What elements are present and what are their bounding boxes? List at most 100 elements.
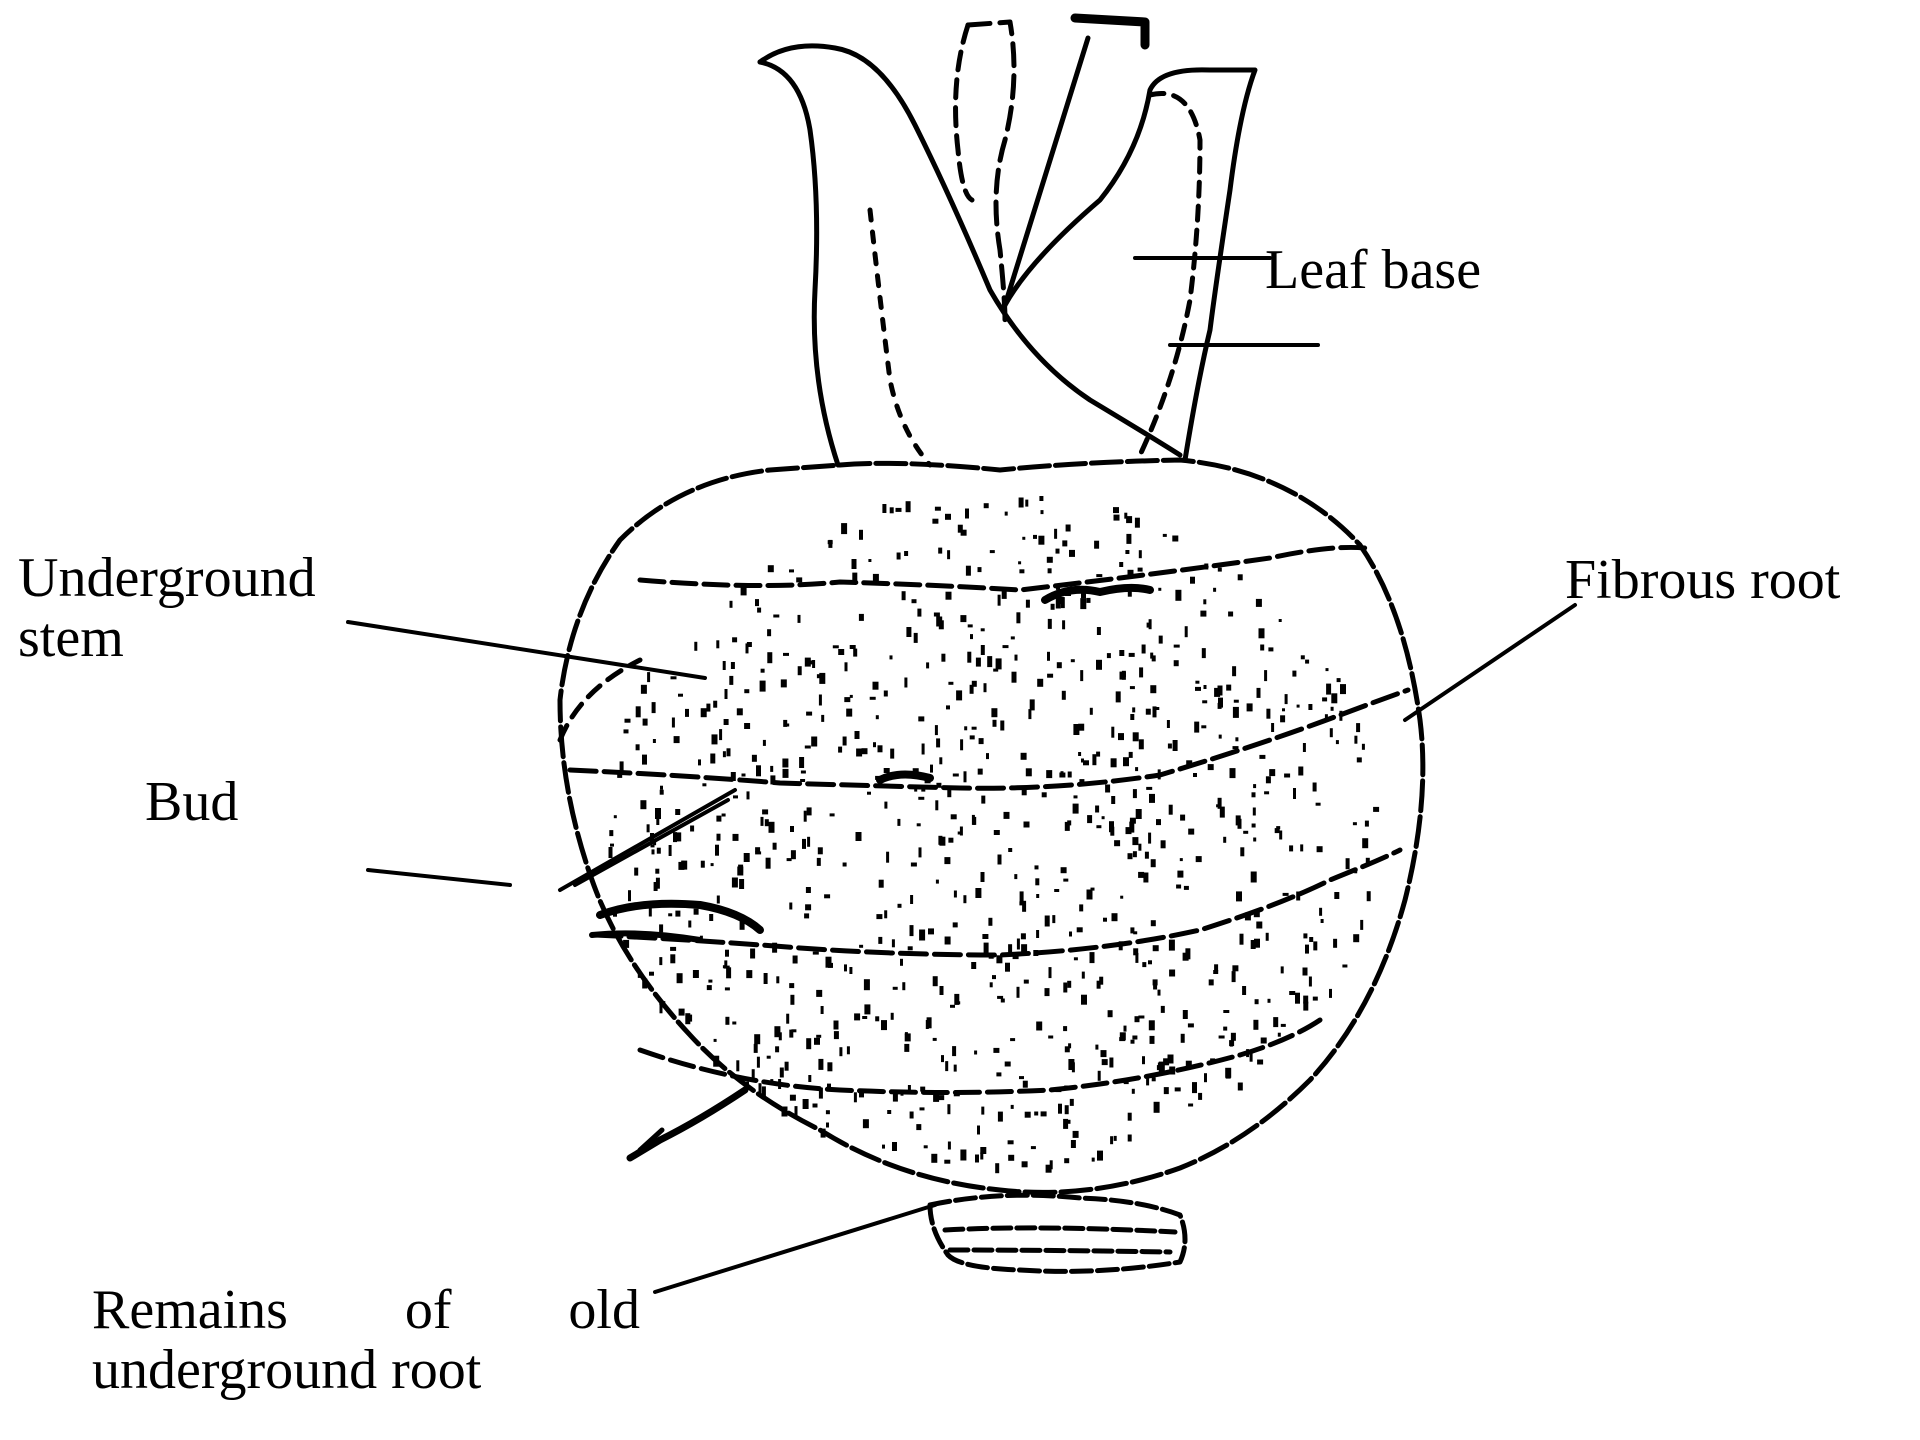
stipple-dot [1188,1023,1194,1027]
stipple-dot [1149,1020,1155,1030]
stipple-dot [845,662,848,671]
stipple-dot [935,725,938,735]
stipple-dot [1068,772,1072,778]
stipple-dot [967,652,971,663]
stipple-dot [954,1093,960,1096]
stipple-dot [649,907,652,917]
stipple-dot [1138,568,1143,572]
stipple-dot [1143,873,1148,883]
old-root-remains [930,1195,1185,1271]
stipple-dot [770,1079,773,1082]
stipple-dot [984,503,989,508]
stipple-dot [1366,858,1370,864]
stipple-dot [1163,534,1167,537]
stipple-dot [765,819,769,826]
stipple-dot [812,660,815,668]
stipple-dot [1152,1077,1156,1081]
stipple-dot [1367,891,1371,901]
stipple-dot [1168,744,1172,749]
stipple-dot [1145,852,1149,859]
stipple-dot [1285,694,1288,704]
stipple-dot [789,569,794,572]
stipple-dot [1254,939,1260,948]
stipple-dot [1150,685,1156,693]
stipple-dot [1138,872,1144,878]
stipple-dot [1303,968,1308,976]
stipple-dot [681,861,684,868]
stipple-dot [1028,709,1031,719]
stipple-dot [1223,1027,1227,1031]
stipple-dot [1177,871,1183,878]
stipple-dot [1118,733,1124,740]
stipple-dot [876,715,879,719]
stipple-dot [1156,707,1159,710]
stipple-dot [1218,568,1222,572]
fibrous-root [630,1090,745,1158]
stipple-dot [873,742,876,747]
stipple-dot [1136,809,1142,819]
stipple-dot [965,509,969,519]
stipple-dot [971,962,976,969]
stipple-dot [1266,933,1269,941]
stipple-dot [625,719,631,723]
stipple-dot [1128,1113,1132,1121]
stipple-dot [767,629,771,636]
remains-label-line1: Remains of old [92,1280,640,1340]
stipple-dot [1264,670,1267,681]
stipple-dot [1098,1071,1101,1081]
stipple-dot [1079,904,1083,911]
stipple-dot [834,1031,839,1039]
stipple-dot [850,695,853,698]
stipple-dot [1096,574,1102,577]
stipple-dot [768,565,774,572]
stipple-dot [1259,755,1265,759]
stipple-dot [828,540,833,544]
stipple-dot [1068,1043,1071,1048]
stipple-dot [884,691,888,697]
stipple-dot [672,718,675,728]
stipple-dot [1188,829,1194,835]
stipple-dot [1128,1135,1132,1142]
stipple-dot [1284,774,1290,778]
stipple-dot [1183,1010,1188,1019]
stipple-dot [1204,1073,1207,1082]
stipple-dot [1240,934,1244,945]
stipple-dot [647,672,650,682]
stipple-dot [804,913,809,918]
stipple-dot [1056,598,1061,609]
stipple-dot [1186,1061,1192,1067]
stipple-dot [1223,837,1226,843]
stipple-dot [846,709,852,717]
stipple-dot [914,786,917,792]
stipple-dot [882,1145,885,1149]
stipple-dot [1232,666,1236,676]
stipple-dot [968,624,973,627]
stipple-dot [700,936,703,943]
stipple-dot [1132,1036,1137,1040]
stipple-dot [1010,1038,1015,1041]
stipple-dot [805,904,811,910]
stipple-dot [855,731,860,739]
stipple-dot [1153,979,1158,985]
stipple-dot [783,769,789,778]
stipple-dot [675,809,680,815]
stipple-dot [1279,831,1282,840]
stipple-dot [685,709,689,717]
stipple-dot [723,661,726,670]
stipple-dot [1081,995,1087,1005]
stipple-dot [677,973,683,983]
stipple-dot [1097,627,1101,635]
stipple-dot [1331,693,1337,703]
stipple-dot [1198,1093,1202,1100]
stipple-dot [1246,1049,1249,1057]
stipple-dot [975,1155,979,1163]
stipple-dot [980,1147,986,1154]
stipple-dot [952,1046,956,1056]
stipple-dot [798,615,801,623]
stipple-dot [1103,918,1107,922]
stipple-dot [856,832,862,841]
stipple-dot [1035,878,1039,885]
stipple-dot [1283,893,1289,896]
stipple-dot [1081,759,1084,763]
stipple-dot [859,945,863,948]
